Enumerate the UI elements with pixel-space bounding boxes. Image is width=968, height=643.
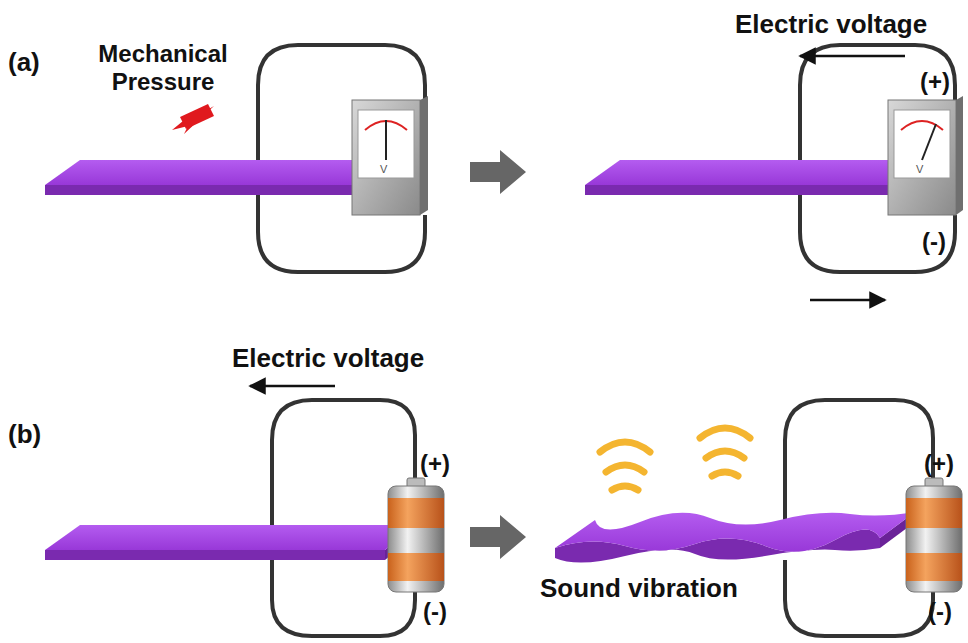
voltage-arrow [800,55,905,58]
current-arrow [810,299,885,302]
battery [388,478,444,592]
polarity-sign: (+) [924,450,954,478]
sound-waves [600,428,750,490]
battery [906,478,962,592]
vibrating-plate [555,512,915,563]
wire [800,45,955,272]
piezo-plate [45,525,415,560]
meter-unit: V [916,163,923,176]
voltage-arrow [250,385,335,388]
voltmeter [888,96,963,215]
voltage-label: Electric voltage [232,344,424,374]
polarity-sign: (+) [420,450,450,478]
step-arrow [470,515,526,559]
effect-label: Sound vibration [540,574,738,604]
meter-unit: V [380,163,387,176]
panel-letter: (a) [8,48,40,78]
step-arrow [470,150,526,194]
polarity-sign: (+) [920,68,950,96]
voltmeter [352,96,428,215]
force-label: Mechanical Pressure [78,40,248,95]
polarity-sign: (-) [423,598,447,626]
voltage-label: Electric voltage [735,10,927,40]
panel-letter: (b) [8,420,41,450]
polarity-sign: (-) [922,228,946,256]
polarity-sign: (-) [928,598,952,626]
pressure-arrow [180,104,214,129]
wire [258,45,425,272]
